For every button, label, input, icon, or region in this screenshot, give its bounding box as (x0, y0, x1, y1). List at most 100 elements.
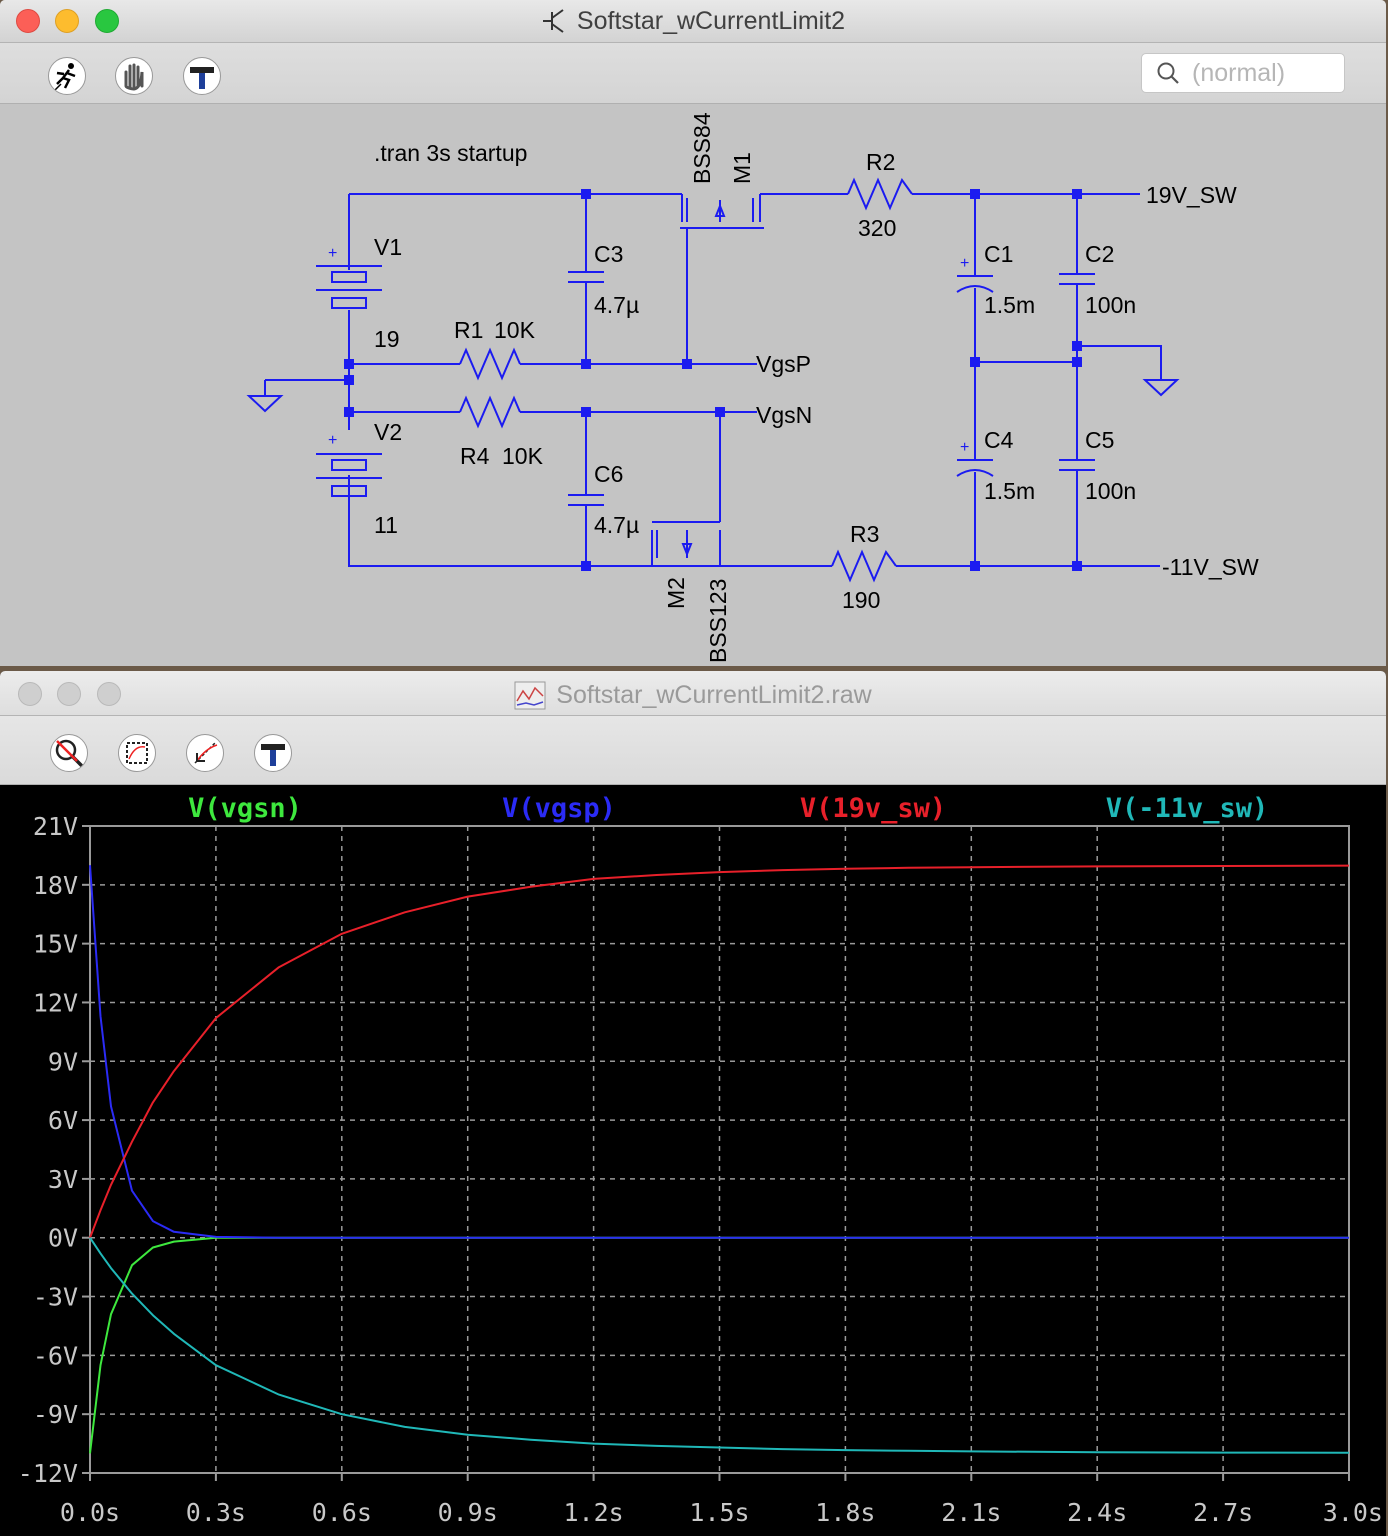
trace-line (89, 1237, 1350, 1454)
tran-directive[interactable]: .tran 3s startup (374, 140, 527, 166)
net-label-vgsp: VgsP (756, 351, 811, 377)
window-title: Softstar_wCurrentLimit2 (576, 6, 846, 35)
minimize-button[interactable] (57, 682, 81, 706)
y-tick-label: -9V (33, 1400, 78, 1429)
zoom-back-icon (194, 742, 218, 764)
value-v1: 19 (374, 326, 400, 352)
x-tick-label: 2.1s (941, 1498, 1001, 1527)
schematic-canvas[interactable]: .tran 3s startup (0, 104, 1386, 666)
value-c2: 100n (1085, 292, 1136, 318)
capacitor-c5[interactable] (1059, 459, 1095, 471)
value-c6: 4.7µ (594, 512, 639, 538)
svg-text:+: + (328, 432, 337, 449)
value-r2: 320 (858, 215, 896, 241)
y-tick-label: 21V (33, 812, 78, 841)
schematic-titlebar[interactable]: Softstar_wCurrentLimit2 (0, 0, 1386, 43)
y-tick-label: 12V (33, 988, 78, 1017)
resistor-r1[interactable] (459, 347, 521, 381)
x-tick-label: 0.6s (312, 1498, 372, 1527)
svg-text:+: + (960, 439, 969, 456)
label-c2: C2 (1085, 241, 1114, 267)
maximize-button[interactable] (95, 9, 119, 33)
y-tick-label: -3V (33, 1283, 78, 1312)
trace-line (89, 864, 1350, 1239)
minimize-button[interactable] (55, 9, 79, 33)
model-m1: BSS84 (689, 112, 715, 184)
trace-label[interactable]: V(vgsp) (502, 793, 616, 824)
label-r4: R4 (460, 443, 490, 469)
net-label-11v-sw: -11V_SW (1162, 554, 1259, 580)
net-label-vgsn: VgsN (756, 402, 812, 428)
x-tick-label: 0.0s (60, 1498, 120, 1527)
value-c5: 100n (1085, 478, 1136, 504)
x-tick-label: 2.7s (1193, 1498, 1253, 1527)
halt-icon (124, 63, 144, 91)
plot-grid (90, 826, 1349, 1473)
capacitor-c2[interactable] (1059, 273, 1095, 285)
mosfet-m2[interactable] (651, 521, 721, 567)
capacitor-c6[interactable] (568, 494, 604, 506)
label-v2: V2 (374, 419, 402, 445)
capacitor-c3[interactable] (568, 271, 604, 283)
autorange-button[interactable] (118, 734, 156, 772)
transistor-icon (542, 9, 564, 33)
settings-button[interactable] (183, 57, 221, 95)
x-tick-label: 0.3s (186, 1498, 246, 1527)
trace-legend[interactable]: V(vgsn) V(vgsp) V(19v_sw) V(-11v_sw) (188, 793, 1268, 824)
x-tick-label: 2.4s (1067, 1498, 1127, 1527)
zoom-cancel-icon (55, 739, 85, 769)
schematic-window: Softstar_wCurrentLimit2 (0, 0, 1386, 666)
settings-hammer-icon (261, 744, 285, 766)
svg-text:+: + (328, 245, 337, 262)
run-button[interactable] (48, 57, 86, 95)
value-c1: 1.5m (984, 292, 1035, 318)
schematic-toolbar (0, 43, 1386, 104)
zoom-back-button[interactable] (186, 734, 224, 772)
label-m2: M2 (663, 577, 689, 609)
resistor-r3[interactable] (831, 549, 897, 583)
waveform-file-icon (514, 681, 546, 710)
capacitor-c1[interactable]: + (956, 255, 994, 293)
resistor-r2[interactable] (847, 177, 913, 211)
label-r2: R2 (866, 149, 895, 175)
search-icon (1157, 62, 1179, 84)
close-button[interactable] (16, 9, 40, 33)
halt-button[interactable] (115, 57, 153, 95)
close-button[interactable] (18, 682, 42, 706)
svg-text:+: + (960, 255, 969, 272)
waveform-toolbar (0, 716, 1386, 785)
value-c3: 4.7µ (594, 292, 639, 318)
wires (264, 193, 1162, 567)
x-tick-label: 1.2s (563, 1498, 623, 1527)
capacitor-c4[interactable]: + (956, 439, 994, 477)
waveform-window: Softstar_wCurrentLimit2.raw (0, 671, 1386, 1536)
value-r4: 10K (502, 443, 544, 469)
settings-button[interactable] (254, 734, 292, 772)
trace-label[interactable]: V(vgsn) (188, 793, 302, 824)
battery-v1[interactable]: + (316, 245, 382, 309)
settings-hammer-icon (190, 67, 214, 89)
resistor-r4[interactable] (459, 395, 521, 429)
label-m1: M1 (729, 152, 755, 184)
junction-nodes (344, 189, 1082, 571)
search-box[interactable] (1141, 53, 1345, 93)
trace-label[interactable]: V(-11v_sw) (1106, 793, 1269, 824)
x-tick-label: 0.9s (438, 1498, 498, 1527)
maximize-button[interactable] (97, 682, 121, 706)
value-c4: 1.5m (984, 478, 1035, 504)
ground-symbol-right (1142, 379, 1180, 397)
search-input[interactable] (1190, 57, 1324, 89)
trace-label[interactable]: V(19v_sw) (800, 793, 946, 824)
label-c6: C6 (594, 461, 623, 487)
mosfet-m1[interactable] (680, 194, 764, 229)
battery-v2[interactable]: + (316, 432, 382, 497)
label-r3: R3 (850, 521, 879, 547)
run-icon (52, 63, 76, 93)
zoom-cancel-button[interactable] (50, 734, 88, 772)
trace-line (89, 865, 1349, 1239)
y-tick-label: 18V (33, 871, 78, 900)
waveform-titlebar[interactable]: Softstar_wCurrentLimit2.raw (0, 671, 1386, 716)
